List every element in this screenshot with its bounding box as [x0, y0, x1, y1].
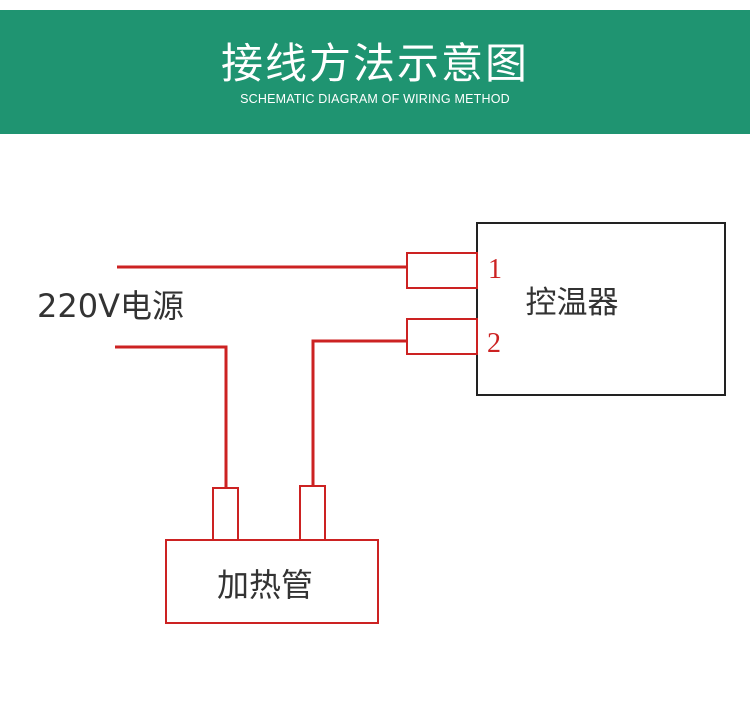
terminal-1-label: 1: [488, 254, 502, 285]
controller-terminal-1: [406, 252, 478, 289]
page-subtitle: SCHEMATIC DIAGRAM OF WIRING METHOD: [240, 92, 510, 106]
heater-label: 加热管: [217, 566, 313, 604]
heater-box: [165, 539, 379, 624]
controller-label: 控温器: [526, 285, 619, 321]
header-banner: [0, 10, 750, 134]
heater-terminal-left: [212, 487, 239, 541]
power-source-label: 220V电源: [37, 287, 184, 325]
heater-terminal-right: [299, 485, 326, 541]
heater-to-controller-wire: [311, 339, 407, 486]
power-wire-line-2: [115, 345, 228, 488]
controller-terminal-2: [406, 318, 478, 355]
controller-box: [476, 222, 726, 396]
terminal-2-label: 2: [487, 328, 501, 359]
page-title: 接线方法示意图: [220, 39, 529, 88]
